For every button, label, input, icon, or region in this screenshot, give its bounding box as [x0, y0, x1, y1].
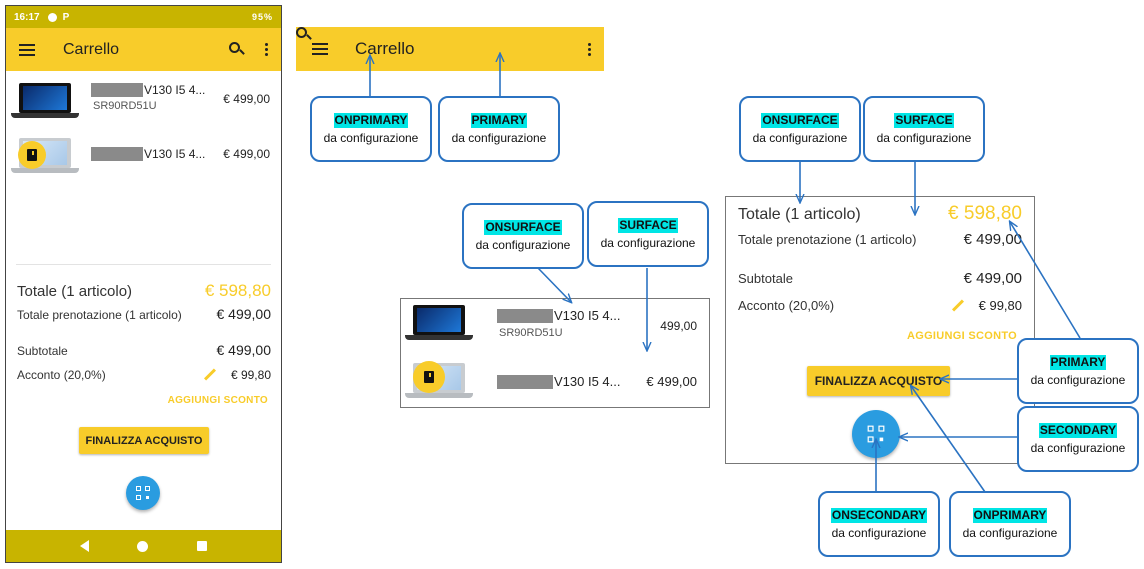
callout-onsurface-mid: ONSURFACE da configurazione [462, 203, 584, 269]
product-name: V130 I5 4... [554, 374, 621, 389]
redacted-text [497, 309, 553, 323]
callout-onsurface-right: ONSURFACE da configurazione [739, 96, 861, 162]
redacted-text [91, 83, 143, 97]
qr-scan-button[interactable] [126, 476, 160, 510]
callout-onprimary-bottom: ONPRIMARY da configurazione [949, 491, 1071, 557]
menu-icon[interactable] [19, 43, 35, 56]
deposit-label: Acconto (20,0%) [17, 368, 106, 382]
app-bar: Carrello [6, 28, 281, 71]
subtotal-label: Subtotale [738, 271, 793, 286]
qr-code-icon [136, 486, 150, 500]
product-image [11, 83, 79, 119]
product-price: € 499,00 [223, 92, 270, 106]
callout-primary-top: PRIMARY da configurazione [438, 96, 560, 162]
subtotal-row: Subtotale € 499,00 [738, 270, 1022, 287]
arrow-primary-total [1010, 222, 1081, 339]
battery-level: 95% [251, 12, 273, 22]
appbar-crop: Carrello [296, 27, 604, 71]
divider [16, 264, 271, 265]
product-image [405, 305, 473, 341]
subtotal-label: Subtotale [17, 344, 68, 358]
product-name: V130 I5 4... [144, 83, 206, 97]
cart-item: V130 I5 4... € 499,00 [401, 361, 709, 405]
status-time: 16:17 [14, 11, 40, 23]
product-name: V130 I5 4... [144, 147, 206, 161]
cart-item[interactable]: V130 I5 4... SR90RD51U € 499,00 [6, 81, 281, 125]
subtotal-value: € 499,00 [216, 342, 272, 358]
product-price: 499,00 [660, 319, 697, 333]
deposit-row: Acconto (20,0%) € 99,80 [738, 298, 1022, 313]
booking-label: Totale prenotazione (1 articolo) [17, 308, 182, 322]
navigation-bar [6, 530, 281, 562]
arrow-onsurface-mid [537, 267, 571, 302]
menu-icon [312, 43, 328, 55]
nav-home-icon[interactable] [137, 540, 149, 552]
product-name: V130 I5 4... [554, 308, 621, 323]
product-price: € 499,00 [646, 374, 697, 389]
redacted-text [497, 375, 553, 389]
total-row: Totale (1 articolo) € 598,80 [738, 203, 1022, 225]
callout-primary-right: PRIMARY da configurazione [1017, 338, 1139, 404]
book-icon [413, 361, 445, 393]
total-row: Totale (1 articolo) € 598,80 [17, 281, 271, 301]
product-sku: SR90RD51U [499, 327, 563, 339]
phone-screenshot: 16:17 P 95% Carrello V130 I5 4... SR90RD… [5, 5, 282, 563]
item-list-crop: V130 I5 4... SR90RD51U 499,00 V130 I5 4.… [400, 298, 710, 408]
page-title: Carrello [63, 40, 120, 58]
booking-value: € 499,00 [963, 231, 1022, 248]
callout-secondary-right: SECONDARY da configurazione [1017, 406, 1139, 472]
add-discount-link[interactable]: AGGIUNGI SCONTO [167, 395, 268, 406]
subtotal-row: Subtotale € 499,00 [17, 342, 271, 358]
total-value: € 598,80 [948, 203, 1022, 224]
subtotal-value: € 499,00 [963, 270, 1022, 287]
deposit-label: Acconto (20,0%) [738, 298, 835, 313]
deposit-value: € 99,80 [230, 368, 271, 382]
alert-icon [47, 12, 57, 22]
total-value: € 598,80 [204, 281, 271, 300]
total-label: Totale (1 articolo) [17, 283, 133, 300]
redacted-text [91, 147, 143, 161]
summary-crop: Totale (1 articolo) € 598,80 Totale pren… [725, 196, 1035, 464]
more-vert-icon[interactable] [265, 43, 269, 56]
cart-item[interactable]: V130 I5 4... € 499,00 [6, 136, 281, 180]
product-price: € 499,00 [223, 147, 270, 161]
deposit-value: € 99,80 [978, 298, 1022, 313]
booking-row: Totale prenotazione (1 articolo) € 499,0… [738, 231, 1022, 248]
booking-row: Totale prenotazione (1 articolo) € 499,0… [17, 306, 271, 322]
callout-onprimary-top: ONPRIMARY da configurazione [310, 96, 432, 162]
cart-item: V130 I5 4... SR90RD51U 499,00 [401, 303, 709, 347]
book-icon [18, 141, 46, 169]
callout-onsecondary-bottom: ONSECONDARY da configurazione [818, 491, 940, 557]
arrow-onprimary-bottom [911, 386, 986, 493]
callout-surface-right: SURFACE da configurazione [863, 96, 985, 162]
product-sku: SR90RD51U [93, 100, 157, 112]
more-vert-icon [588, 42, 592, 56]
nav-recent-icon[interactable] [196, 541, 207, 551]
checkout-button[interactable]: FINALIZZA ACQUISTO [79, 427, 209, 454]
add-discount-link: AGGIUNGI SCONTO [906, 330, 1017, 342]
callout-surface-mid: SURFACE da configurazione [587, 201, 709, 267]
status-p-label: P [62, 11, 70, 23]
booking-value: € 499,00 [216, 306, 272, 322]
nav-back-icon[interactable] [80, 540, 90, 552]
total-label: Totale (1 articolo) [738, 206, 861, 223]
status-bar: 16:17 P 95% [6, 6, 281, 28]
booking-label: Totale prenotazione (1 articolo) [738, 232, 917, 247]
search-icon[interactable] [229, 41, 245, 58]
appbar-crop-title: Carrello [355, 39, 415, 58]
deposit-row: Acconto (20,0%) € 99,80 [17, 368, 271, 382]
